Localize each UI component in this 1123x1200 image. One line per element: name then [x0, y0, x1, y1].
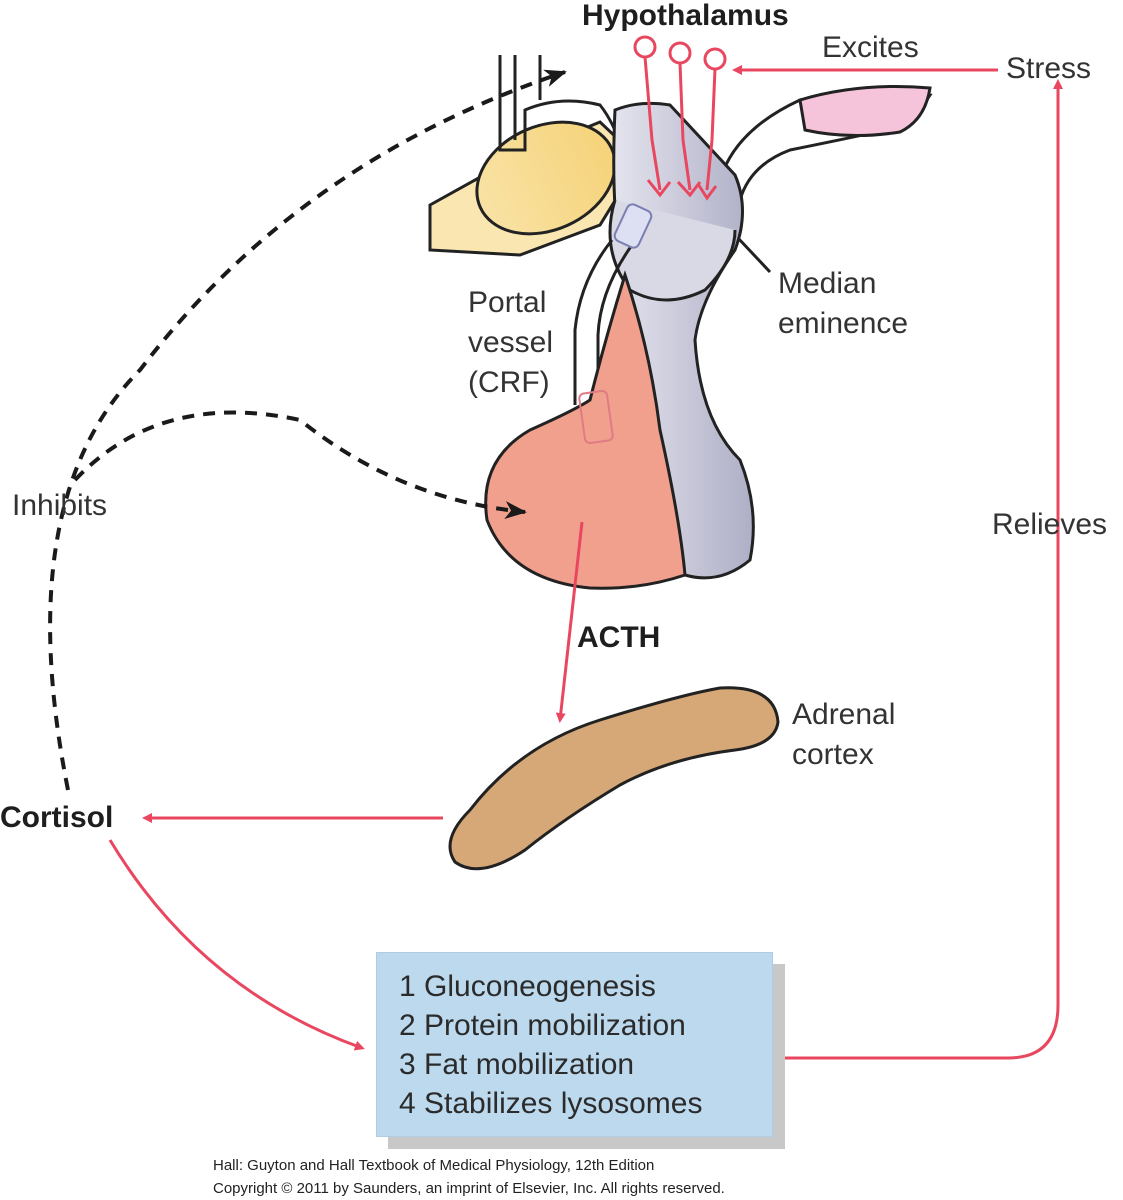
dashed-arrow-to-hypothalamus	[48, 69, 567, 791]
effect-item: 2 Protein mobilization	[399, 1009, 686, 1042]
mammillary-body	[798, 85, 932, 138]
optic-chiasm	[428, 120, 642, 257]
label-portal-vessel: Portal vessel (CRF)	[468, 286, 554, 399]
label-inhibits: Inhibits	[12, 489, 108, 522]
label-excites: Excites	[822, 31, 919, 64]
effect-item: 1 Gluconeogenesis	[399, 970, 656, 1003]
effect-item: 4 Stabilizes lysosomes	[399, 1087, 703, 1120]
label-adrenal-cortex: Adrenal cortex	[792, 698, 896, 771]
effect-item: 3 Fat mobilization	[399, 1048, 635, 1081]
portal-vessel-inner	[578, 389, 614, 445]
label-relieves: Relieves	[992, 508, 1108, 541]
portal-vessel	[573, 203, 653, 405]
inhibition-arrows	[48, 69, 567, 791]
credit-line-2: Copyright © 2011 by Saunders, an imprint…	[213, 1180, 725, 1197]
red-arrows	[108, 65, 1063, 1060]
label-acth: ACTH	[577, 621, 661, 654]
adrenal-cortex-shape	[448, 686, 780, 871]
label-hypothalamus: Hypothalamus	[582, 0, 789, 32]
hypothalamic-neurons	[633, 35, 727, 201]
arrow-acth	[555, 521, 584, 723]
label-stress: Stress	[1006, 52, 1092, 85]
dashed-arrow-to-pituitary	[73, 410, 527, 520]
label-median-eminence: Median eminence	[778, 267, 909, 340]
arrow-relieves	[785, 79, 1063, 1060]
median-eminence-leader	[736, 236, 772, 274]
anterior-pituitary	[484, 270, 687, 590]
arrow-cortisol-to-effects	[108, 839, 365, 1051]
label-cortisol: Cortisol	[0, 801, 114, 834]
cortisol-effects-box: 1 Gluconeogenesis 2 Protein mobilization…	[376, 952, 773, 1137]
credit-line-1: Hall: Guyton and Hall Textbook of Medica…	[213, 1157, 655, 1174]
